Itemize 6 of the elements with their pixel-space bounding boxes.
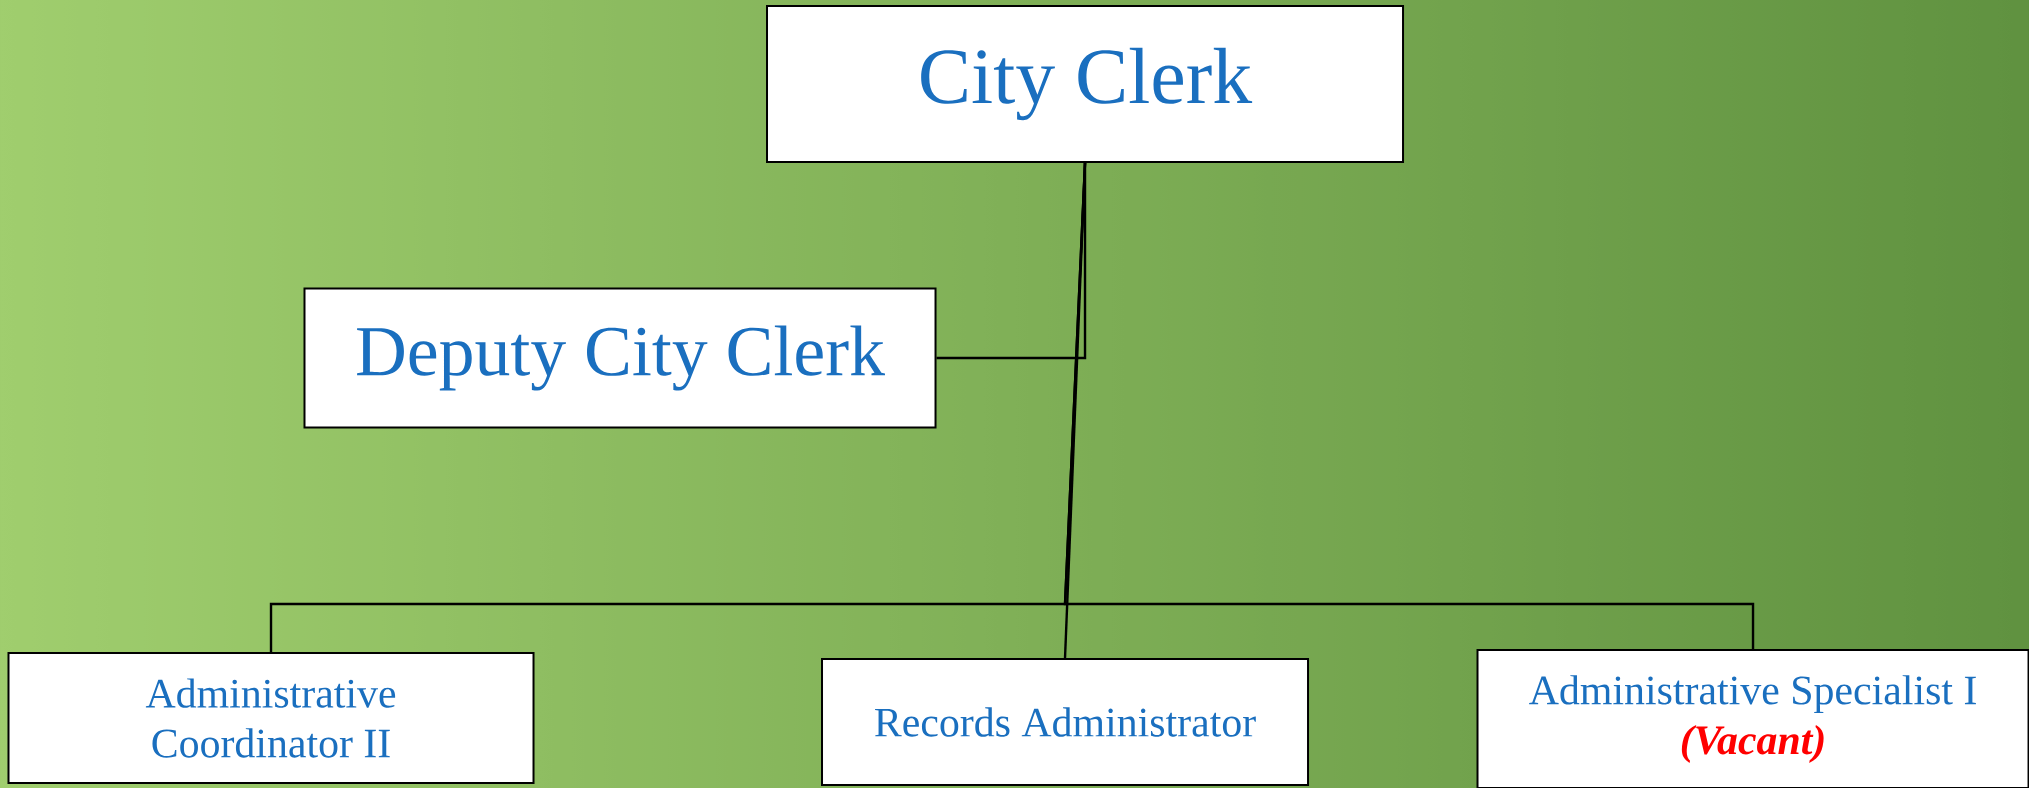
connector-line (1063, 162, 1755, 649)
position-box: Deputy City Clerk (303, 287, 937, 429)
position-box: Administrative Specialist I (Vacant) (1476, 649, 2029, 788)
position-box: Administrative Coordinator II (7, 652, 535, 784)
position-box: City Clerk (766, 5, 1405, 163)
position-box: Records Administrator (821, 658, 1310, 786)
